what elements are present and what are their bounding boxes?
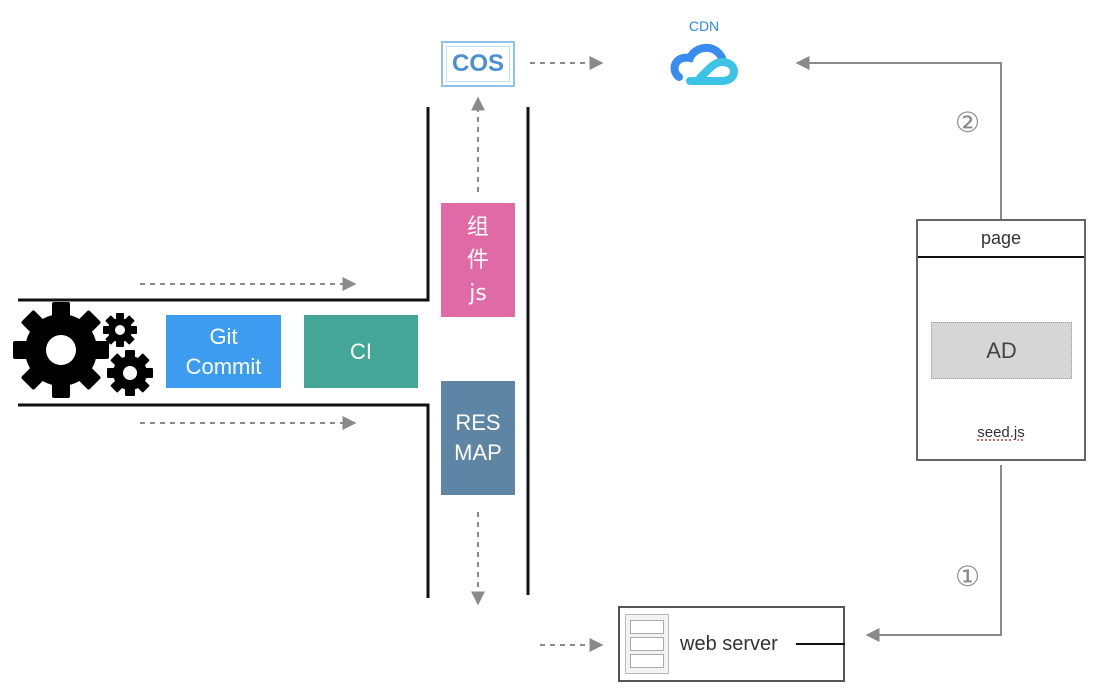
web-server-box: web server bbox=[618, 606, 845, 682]
page-header: page bbox=[918, 221, 1084, 258]
gears-icon bbox=[13, 302, 153, 398]
cloud-icon bbox=[670, 43, 738, 85]
request-arrow-cdn bbox=[795, 56, 1002, 219]
cdn-label: CDN bbox=[688, 18, 720, 34]
server-rack-slot bbox=[630, 654, 664, 668]
server-rack-slot bbox=[630, 620, 664, 634]
ad-slot: AD bbox=[931, 322, 1072, 379]
pipe-lower-wall bbox=[18, 403, 430, 598]
step-1-label: ① bbox=[955, 560, 981, 593]
seed-js-text: seed.js bbox=[977, 424, 1025, 441]
page-box: page AD seed.js bbox=[916, 219, 1086, 461]
res-map-box: RES MAP bbox=[441, 381, 515, 495]
web-server-label: web server bbox=[680, 633, 778, 655]
pipe-upper-wall bbox=[18, 107, 430, 302]
ci-box: CI bbox=[304, 315, 418, 388]
seed-js-label: seed.js bbox=[918, 424, 1084, 441]
step-2-label: ② bbox=[955, 106, 981, 139]
cos-label: COS bbox=[446, 46, 510, 82]
web-server-connector bbox=[796, 643, 845, 645]
cos-box: COS bbox=[441, 41, 515, 87]
git-commit-box: Git Commit bbox=[166, 315, 281, 388]
component-js-box: 组 件 js bbox=[441, 203, 515, 317]
request-arrow-server bbox=[865, 465, 1002, 642]
server-rack-slot bbox=[630, 637, 664, 651]
server-rack-icon bbox=[625, 614, 669, 674]
